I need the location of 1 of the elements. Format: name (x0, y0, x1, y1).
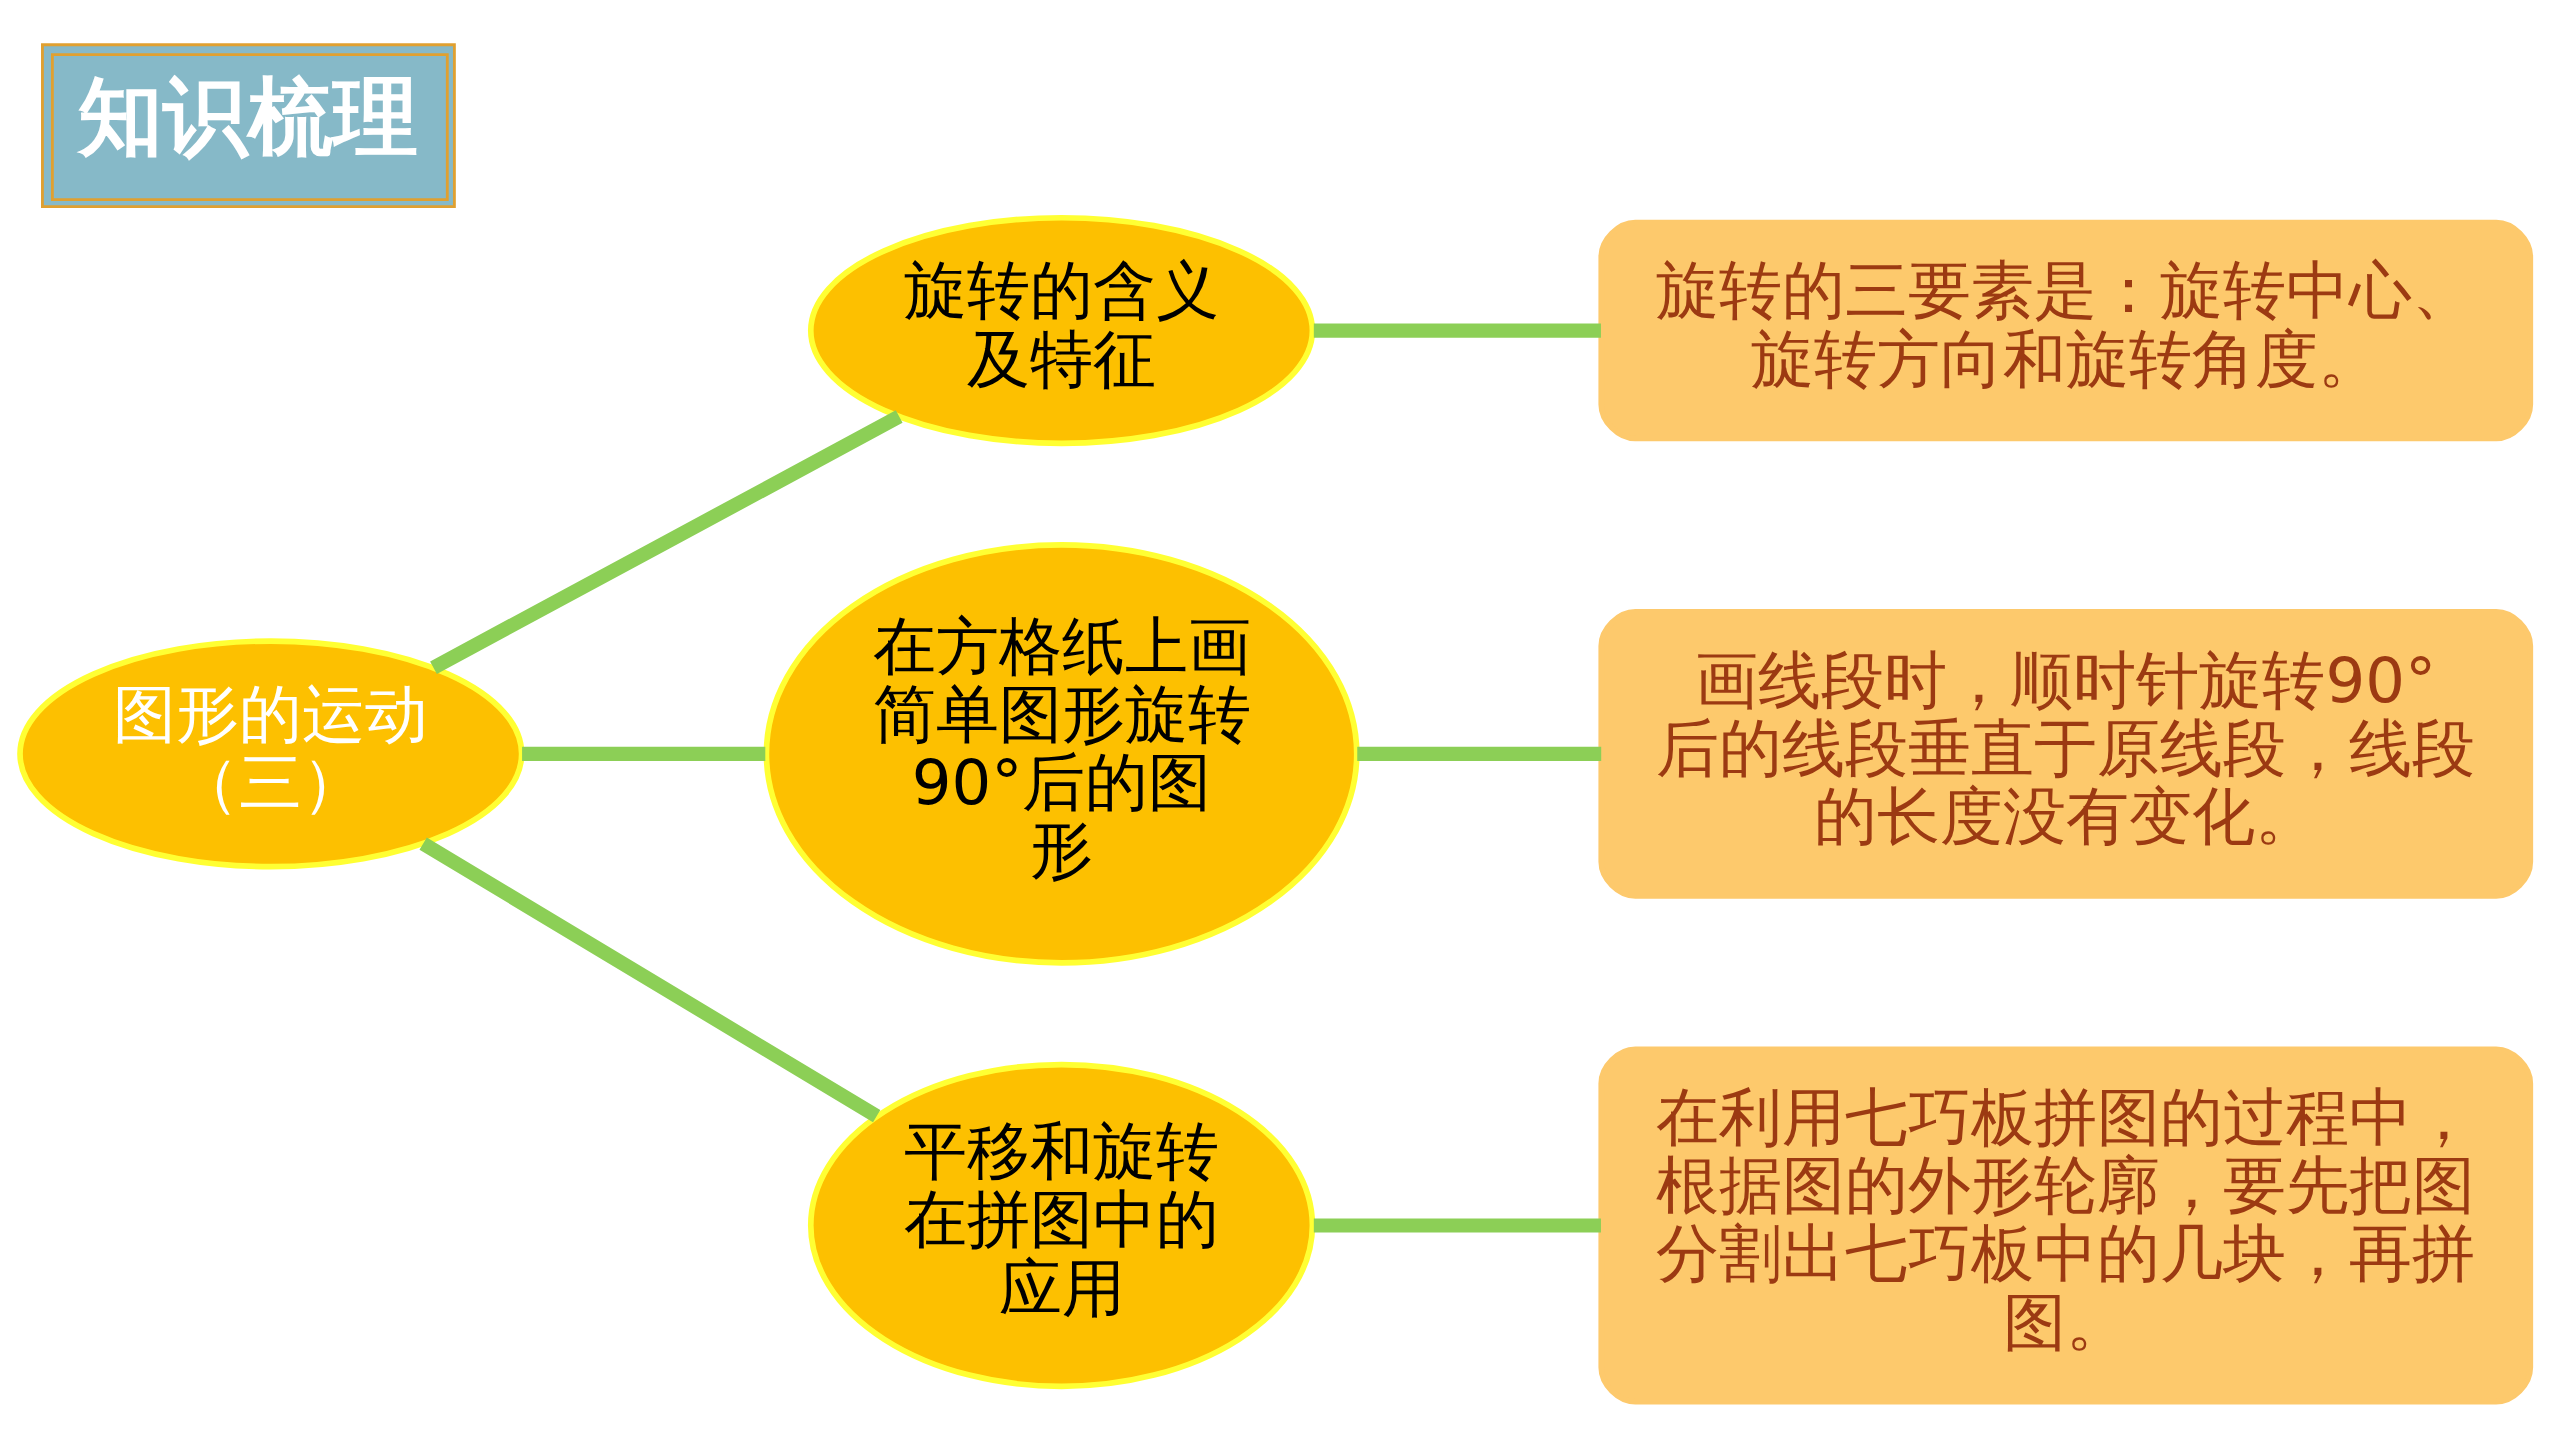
diagram-title: 知识梳理 (77, 66, 418, 166)
